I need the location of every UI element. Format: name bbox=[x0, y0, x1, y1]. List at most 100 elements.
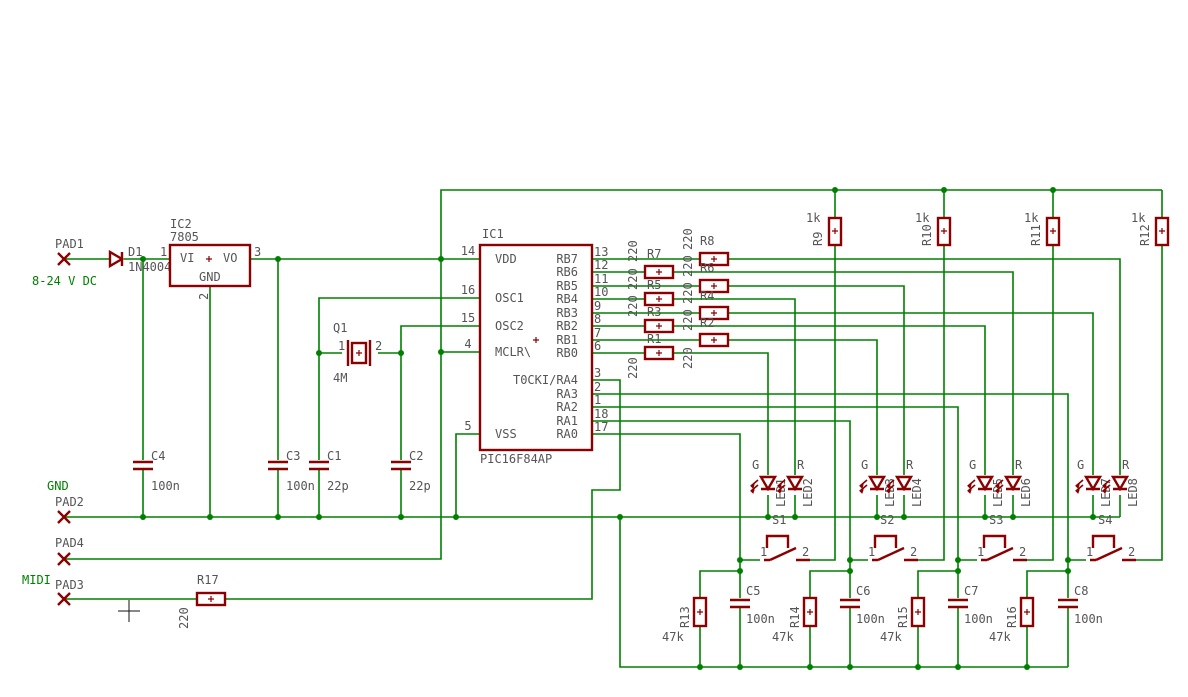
r11-value: 1k bbox=[1024, 211, 1039, 225]
ic2-value: 7805 bbox=[170, 230, 199, 244]
leds: GLED1RLED2GLED3RLED4GLED5RLED6GLED7RLED8 bbox=[750, 458, 1140, 507]
r7-value: 220 bbox=[626, 240, 640, 262]
ic1-pin-name: T0CKI/RA4 bbox=[513, 373, 578, 387]
capacitor-name: C8 bbox=[1074, 584, 1088, 598]
microcontroller-ic1: IC1 PIC16F84AP 14VDD16OSC115OSC24MCLR\5V… bbox=[461, 227, 609, 466]
led-color-label: R bbox=[797, 458, 805, 472]
pad2: GND PAD2 bbox=[47, 479, 84, 524]
q1-name: Q1 bbox=[333, 321, 347, 335]
ic1-pin-number: 14 bbox=[461, 244, 475, 258]
r10-value: 1k bbox=[915, 211, 930, 225]
c4-name: C4 bbox=[151, 449, 165, 463]
switch-name: S2 bbox=[880, 513, 894, 527]
led-series-resistors: R8 220 R7 220 R6 220 R5 220 R4 220 R3 22… bbox=[626, 228, 730, 379]
capacitor-c2: C2 22p bbox=[391, 449, 431, 493]
resistor-r12: R12 1k bbox=[1131, 211, 1170, 247]
resistor-r1: R1 220 220 bbox=[626, 332, 695, 379]
ic1-pin-number: 9 bbox=[594, 299, 601, 313]
ic1-pin-number: 5 bbox=[464, 419, 471, 433]
led-color-label: R bbox=[906, 458, 914, 472]
r17-value: 220 bbox=[177, 607, 191, 629]
switch-pin2: 2 bbox=[910, 545, 917, 559]
resistor-name: R13 bbox=[678, 606, 692, 628]
resistor-value: 47k bbox=[662, 630, 684, 644]
c3-value: 100n bbox=[286, 479, 315, 493]
r1-name: R1 bbox=[647, 332, 661, 346]
pad1: PAD1 8-24 V DC bbox=[32, 237, 97, 288]
ic1-pin-name: OSC2 bbox=[495, 319, 524, 333]
r8-name: R8 bbox=[700, 234, 714, 248]
pullup-resistors: R9 1k R10 1k R11 1k R12 1k bbox=[806, 211, 1170, 247]
r12-value: 1k bbox=[1131, 211, 1146, 225]
ic1-pin-name: VSS bbox=[495, 427, 517, 441]
diode-d1: D1 1N4004 bbox=[108, 245, 171, 274]
ic1-pin-name: RB5 bbox=[556, 279, 578, 293]
ic1-pin-name: RB7 bbox=[556, 252, 578, 266]
c2-name: C2 bbox=[409, 449, 423, 463]
midi-net-label: MIDI bbox=[22, 573, 51, 587]
ic1-pin-name: RB6 bbox=[556, 265, 578, 279]
ic1-pin-number: 11 bbox=[594, 272, 608, 286]
ic1-pin-name: RB0 bbox=[556, 346, 578, 360]
ic1-pin-number: 15 bbox=[461, 311, 475, 325]
capacitor-c1: C1 22p bbox=[309, 449, 349, 493]
led-color-label: G bbox=[861, 458, 868, 472]
ic1-pin-number: 1 bbox=[594, 393, 601, 407]
capacitor-c4: C4 100n bbox=[133, 449, 180, 493]
led-color-label: G bbox=[752, 458, 759, 472]
r4-name: R4 bbox=[700, 289, 714, 303]
resistor-r9: R9 1k bbox=[806, 211, 843, 247]
ic1-pin-name: RB3 bbox=[556, 306, 578, 320]
resistor-r17: R17 220 bbox=[177, 573, 227, 629]
led-name: LED2 bbox=[801, 478, 815, 507]
q1-pin2: 2 bbox=[375, 339, 382, 353]
resistor-r2: R2 220 bbox=[681, 309, 730, 348]
pad2-label: PAD2 bbox=[55, 495, 84, 509]
ic1-pin-number: 4 bbox=[464, 337, 471, 351]
capacitor-name: C5 bbox=[746, 584, 760, 598]
switch-pin1: 1 bbox=[868, 545, 875, 559]
ic1-pin-number: 13 bbox=[594, 245, 608, 259]
resistor-r7: R7 220 bbox=[626, 240, 675, 280]
pad3-label: PAD3 bbox=[55, 578, 84, 592]
ic1-pin-name: RA3 bbox=[556, 387, 578, 401]
ic1-pin-number: 7 bbox=[594, 326, 601, 340]
switch-name: S1 bbox=[772, 513, 786, 527]
ic1-name: IC1 bbox=[482, 227, 504, 241]
led-color-label: R bbox=[1122, 458, 1130, 472]
switch-name: S4 bbox=[1098, 513, 1112, 527]
junctions bbox=[140, 187, 1096, 670]
led-name: LED8 bbox=[1126, 478, 1140, 507]
r12-name: R12 bbox=[1138, 224, 1152, 246]
origin-cross bbox=[118, 600, 140, 622]
switch-pin1: 1 bbox=[977, 545, 984, 559]
r5-name: R5 bbox=[647, 278, 661, 292]
capacitor-name: C7 bbox=[964, 584, 978, 598]
c1-name: C1 bbox=[327, 449, 341, 463]
switch-name: S3 bbox=[989, 513, 1003, 527]
ic1-pin-number: 16 bbox=[461, 283, 475, 297]
resistor-r10: R10 1k bbox=[915, 211, 952, 247]
resistor-r4: R4 220 bbox=[681, 282, 730, 321]
ic1-pin-number: 6 bbox=[594, 339, 601, 353]
led-led8: R LED8 bbox=[1102, 458, 1140, 507]
capacitor-c3: C3 100n bbox=[268, 449, 315, 493]
r3-value: 220 bbox=[626, 295, 640, 317]
ic2-name: IC2 bbox=[170, 217, 192, 231]
ic1-pin-name: RB2 bbox=[556, 319, 578, 333]
ic1-pin-number: 3 bbox=[594, 366, 601, 380]
ic2-vi: VI bbox=[180, 251, 194, 265]
ic1-pin-name: RB1 bbox=[556, 333, 578, 347]
ic1-pin-name: RA2 bbox=[556, 400, 578, 414]
ic1-pin-name: RB4 bbox=[556, 292, 578, 306]
